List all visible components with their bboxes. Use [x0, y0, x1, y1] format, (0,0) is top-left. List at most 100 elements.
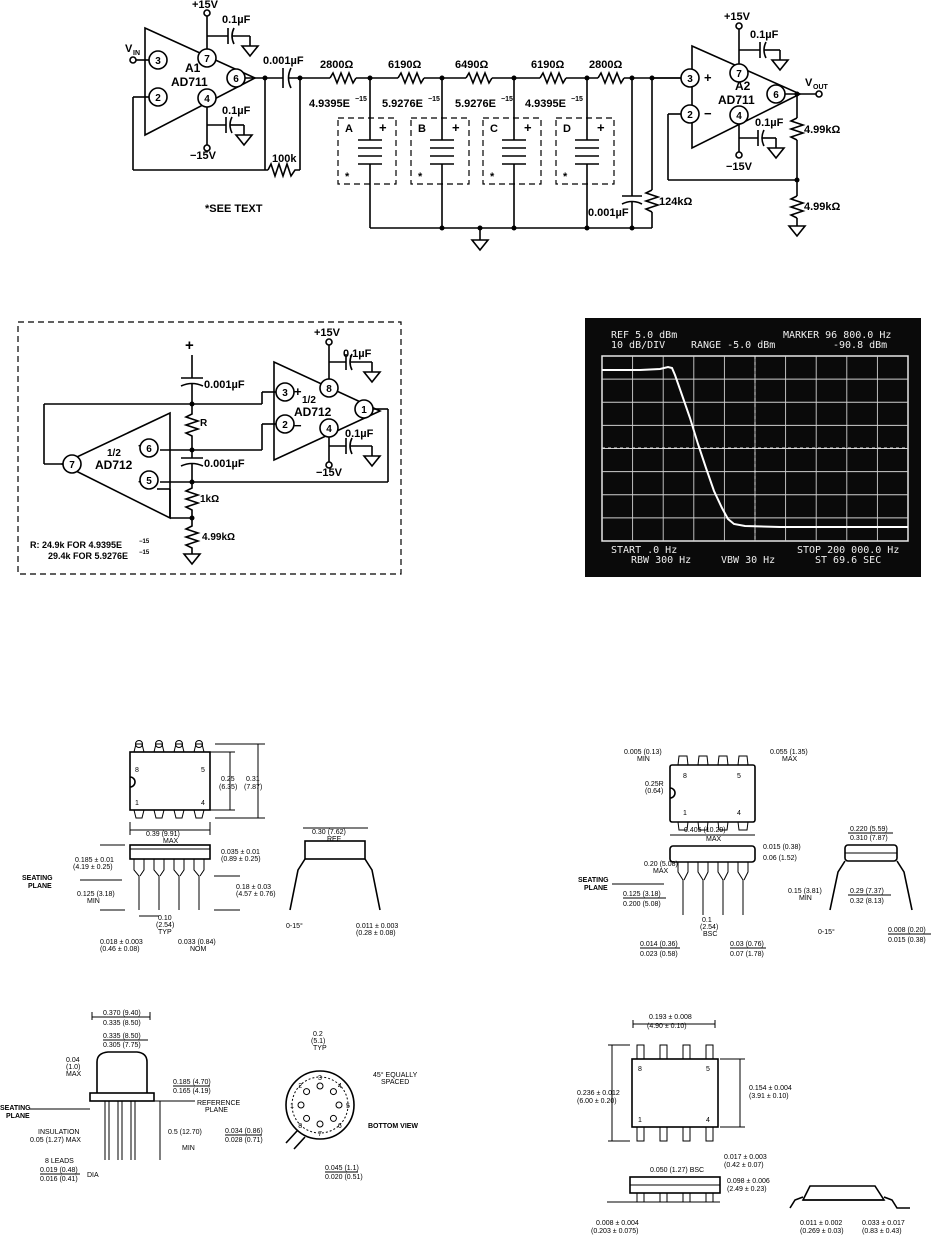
svg-text:0.023 (0.58): 0.023 (0.58): [640, 951, 678, 958]
svg-text:8: 8: [135, 767, 139, 774]
svg-text:4: 4: [737, 810, 741, 817]
svg-text:0.035 ± 0.01: 0.035 ± 0.01: [221, 849, 260, 856]
to99-pin-label: 1: [290, 1103, 294, 1110]
svg-text:A: A: [345, 123, 353, 135]
svg-text:0.32 (8.13): 0.32 (8.13): [850, 898, 884, 905]
svg-text:0.370 (9.40): 0.370 (9.40): [103, 1010, 141, 1017]
svg-text:0.011 ± 0.002: 0.011 ± 0.002: [800, 1220, 842, 1227]
svg-text:0.39 (9.91): 0.39 (9.91): [146, 831, 180, 838]
sa-trace: [602, 365, 908, 528]
svg-text:MAX: MAX: [782, 756, 798, 763]
svg-text:(0.269 ± 0.03): (0.269 ± 0.03): [800, 1228, 844, 1235]
r1k-label: 1kΩ: [200, 494, 219, 505]
svg-text:+: +: [379, 120, 387, 135]
svg-text:1: 1: [361, 405, 367, 416]
svg-text:(2.54): (2.54): [700, 924, 718, 931]
svg-text:2: 2: [282, 420, 288, 431]
svg-text:0.017 ± 0.003: 0.017 ± 0.003: [724, 1154, 767, 1161]
svg-text:0.07 (1.78): 0.07 (1.78): [730, 951, 764, 958]
svg-text:0.050 (1.27) BSC: 0.050 (1.27) BSC: [650, 1167, 704, 1174]
svg-text:(4.57 ± 0.76): (4.57 ± 0.76): [236, 891, 276, 898]
svg-text:0.1µF: 0.1µF: [343, 348, 372, 360]
svg-text:AD712: AD712: [95, 458, 133, 472]
svg-text:+: +: [597, 120, 605, 135]
svg-text:REF: REF: [327, 836, 341, 843]
to99-pin: [316, 1120, 324, 1128]
svg-text:0.25R: 0.25R: [645, 781, 664, 788]
svg-text:0.236 ± 0.012: 0.236 ± 0.012: [577, 1090, 620, 1097]
svg-text:0.18 ± 0.03: 0.18 ± 0.03: [236, 884, 271, 891]
svg-text:*: *: [563, 171, 568, 183]
svg-text:0.335 (8.50): 0.335 (8.50): [103, 1020, 141, 1027]
svg-text:BSC: BSC: [703, 931, 717, 938]
svg-text:0.019 (0.48): 0.019 (0.48): [40, 1167, 78, 1174]
svg-text:SEATING: SEATING: [0, 1105, 31, 1112]
r1-label: 2800Ω: [320, 59, 353, 71]
svg-text:0.125 (3.18): 0.125 (3.18): [77, 891, 115, 898]
fdnr-block-a: A + *: [337, 78, 397, 228]
svg-text:(6.00 ± 0.20): (6.00 ± 0.20): [577, 1098, 617, 1105]
svg-text:7: 7: [69, 460, 75, 471]
svg-text:8 LEADS: 8 LEADS: [45, 1158, 74, 1165]
to99-package-drawing: 0.370 (9.40) 0.335 (8.50) 0.335 (8.50) 0…: [0, 1010, 418, 1183]
svg-text:NOM: NOM: [190, 946, 207, 953]
svg-text:4: 4: [706, 1117, 710, 1124]
filter-schematic: A1 AD711 + − 3 2 7 6 4 V IN +15V 0.1µF −…: [125, 0, 841, 252]
svg-text:3: 3: [155, 56, 161, 67]
c1-label: 0.001µF: [204, 379, 245, 391]
svg-text:4: 4: [326, 424, 332, 435]
svg-text:0.30 (7.62): 0.30 (7.62): [312, 829, 346, 836]
a2-supply-pos: +15V: [724, 11, 751, 23]
svg-text:PLANE: PLANE: [584, 885, 608, 892]
svg-text:1: 1: [135, 800, 139, 807]
svg-text:0.310 (7.87): 0.310 (7.87): [850, 835, 888, 842]
svg-text:+: +: [452, 120, 460, 135]
svg-text:0.045 (1.1): 0.045 (1.1): [325, 1165, 359, 1172]
svg-text:B: B: [418, 123, 426, 135]
svg-text:PLANE: PLANE: [6, 1113, 30, 1120]
svg-text:0.405 (10.29): 0.405 (10.29): [684, 827, 726, 834]
svg-text:45° EQUALLY: 45° EQUALLY: [373, 1071, 418, 1079]
r499b-label: 4.99kΩ: [804, 201, 841, 213]
vin-label: V: [125, 43, 133, 55]
svg-text:INSULATION: INSULATION: [38, 1129, 80, 1136]
svg-text:−15: −15: [571, 96, 583, 103]
to99-pin: [303, 1114, 311, 1122]
svg-text:0.1µF: 0.1µF: [750, 29, 779, 41]
svg-text:6: 6: [773, 90, 779, 101]
svg-text:1/2: 1/2: [107, 448, 121, 459]
fdnr-implementation-schematic: + 0.001µF R 0.001µF 1kΩ 4.99kΩ: [17, 321, 402, 575]
svg-text:0.31: 0.31: [246, 776, 260, 783]
feedback-resistor-label: 100k: [272, 153, 297, 165]
svg-text:−15: −15: [139, 539, 150, 545]
svg-text:(3.91 ± 0.10): (3.91 ± 0.10): [749, 1093, 789, 1100]
svg-text:0.15 (3.81): 0.15 (3.81): [788, 888, 822, 895]
svg-text:PLANE: PLANE: [205, 1107, 228, 1114]
svg-text:0.1µF: 0.1µF: [755, 117, 784, 129]
ceramic-dip-package-drawing: 8 5 1 4 0.25 (6.35) 0.31 (7.87) 0.39 (9.…: [22, 740, 398, 953]
svg-text:SEATING: SEATING: [578, 877, 609, 884]
svg-text:0-15°: 0-15°: [818, 928, 835, 936]
svg-text:0.028 (0.71): 0.028 (0.71): [225, 1137, 263, 1144]
to99-pin: [297, 1101, 305, 1109]
svg-text:0.1µF: 0.1µF: [222, 105, 251, 117]
a1-part: AD711: [171, 75, 208, 89]
input-cap-label: 0.001µF: [263, 55, 304, 67]
svg-text:MIN: MIN: [799, 895, 812, 902]
svg-text:0.014 (0.36): 0.014 (0.36): [640, 941, 678, 948]
svg-text:MIN: MIN: [87, 898, 100, 905]
c2-label: 0.001µF: [204, 458, 245, 470]
svg-text:0.193 ± 0.008: 0.193 ± 0.008: [649, 1014, 692, 1021]
svg-text:5: 5: [201, 767, 205, 774]
svg-text:(6.35): (6.35): [219, 784, 237, 791]
svg-text:4: 4: [201, 800, 205, 807]
to99-bottom-view: [285, 1070, 355, 1140]
e4-label: 4.9395E: [525, 98, 566, 110]
r3-label: 6490Ω: [455, 59, 488, 71]
svg-text:7: 7: [204, 54, 210, 65]
svg-text:2: 2: [687, 110, 693, 121]
svg-text:7: 7: [736, 69, 742, 80]
svg-text:0.034 (0.86): 0.034 (0.86): [225, 1128, 263, 1135]
svg-text:*: *: [490, 171, 495, 183]
